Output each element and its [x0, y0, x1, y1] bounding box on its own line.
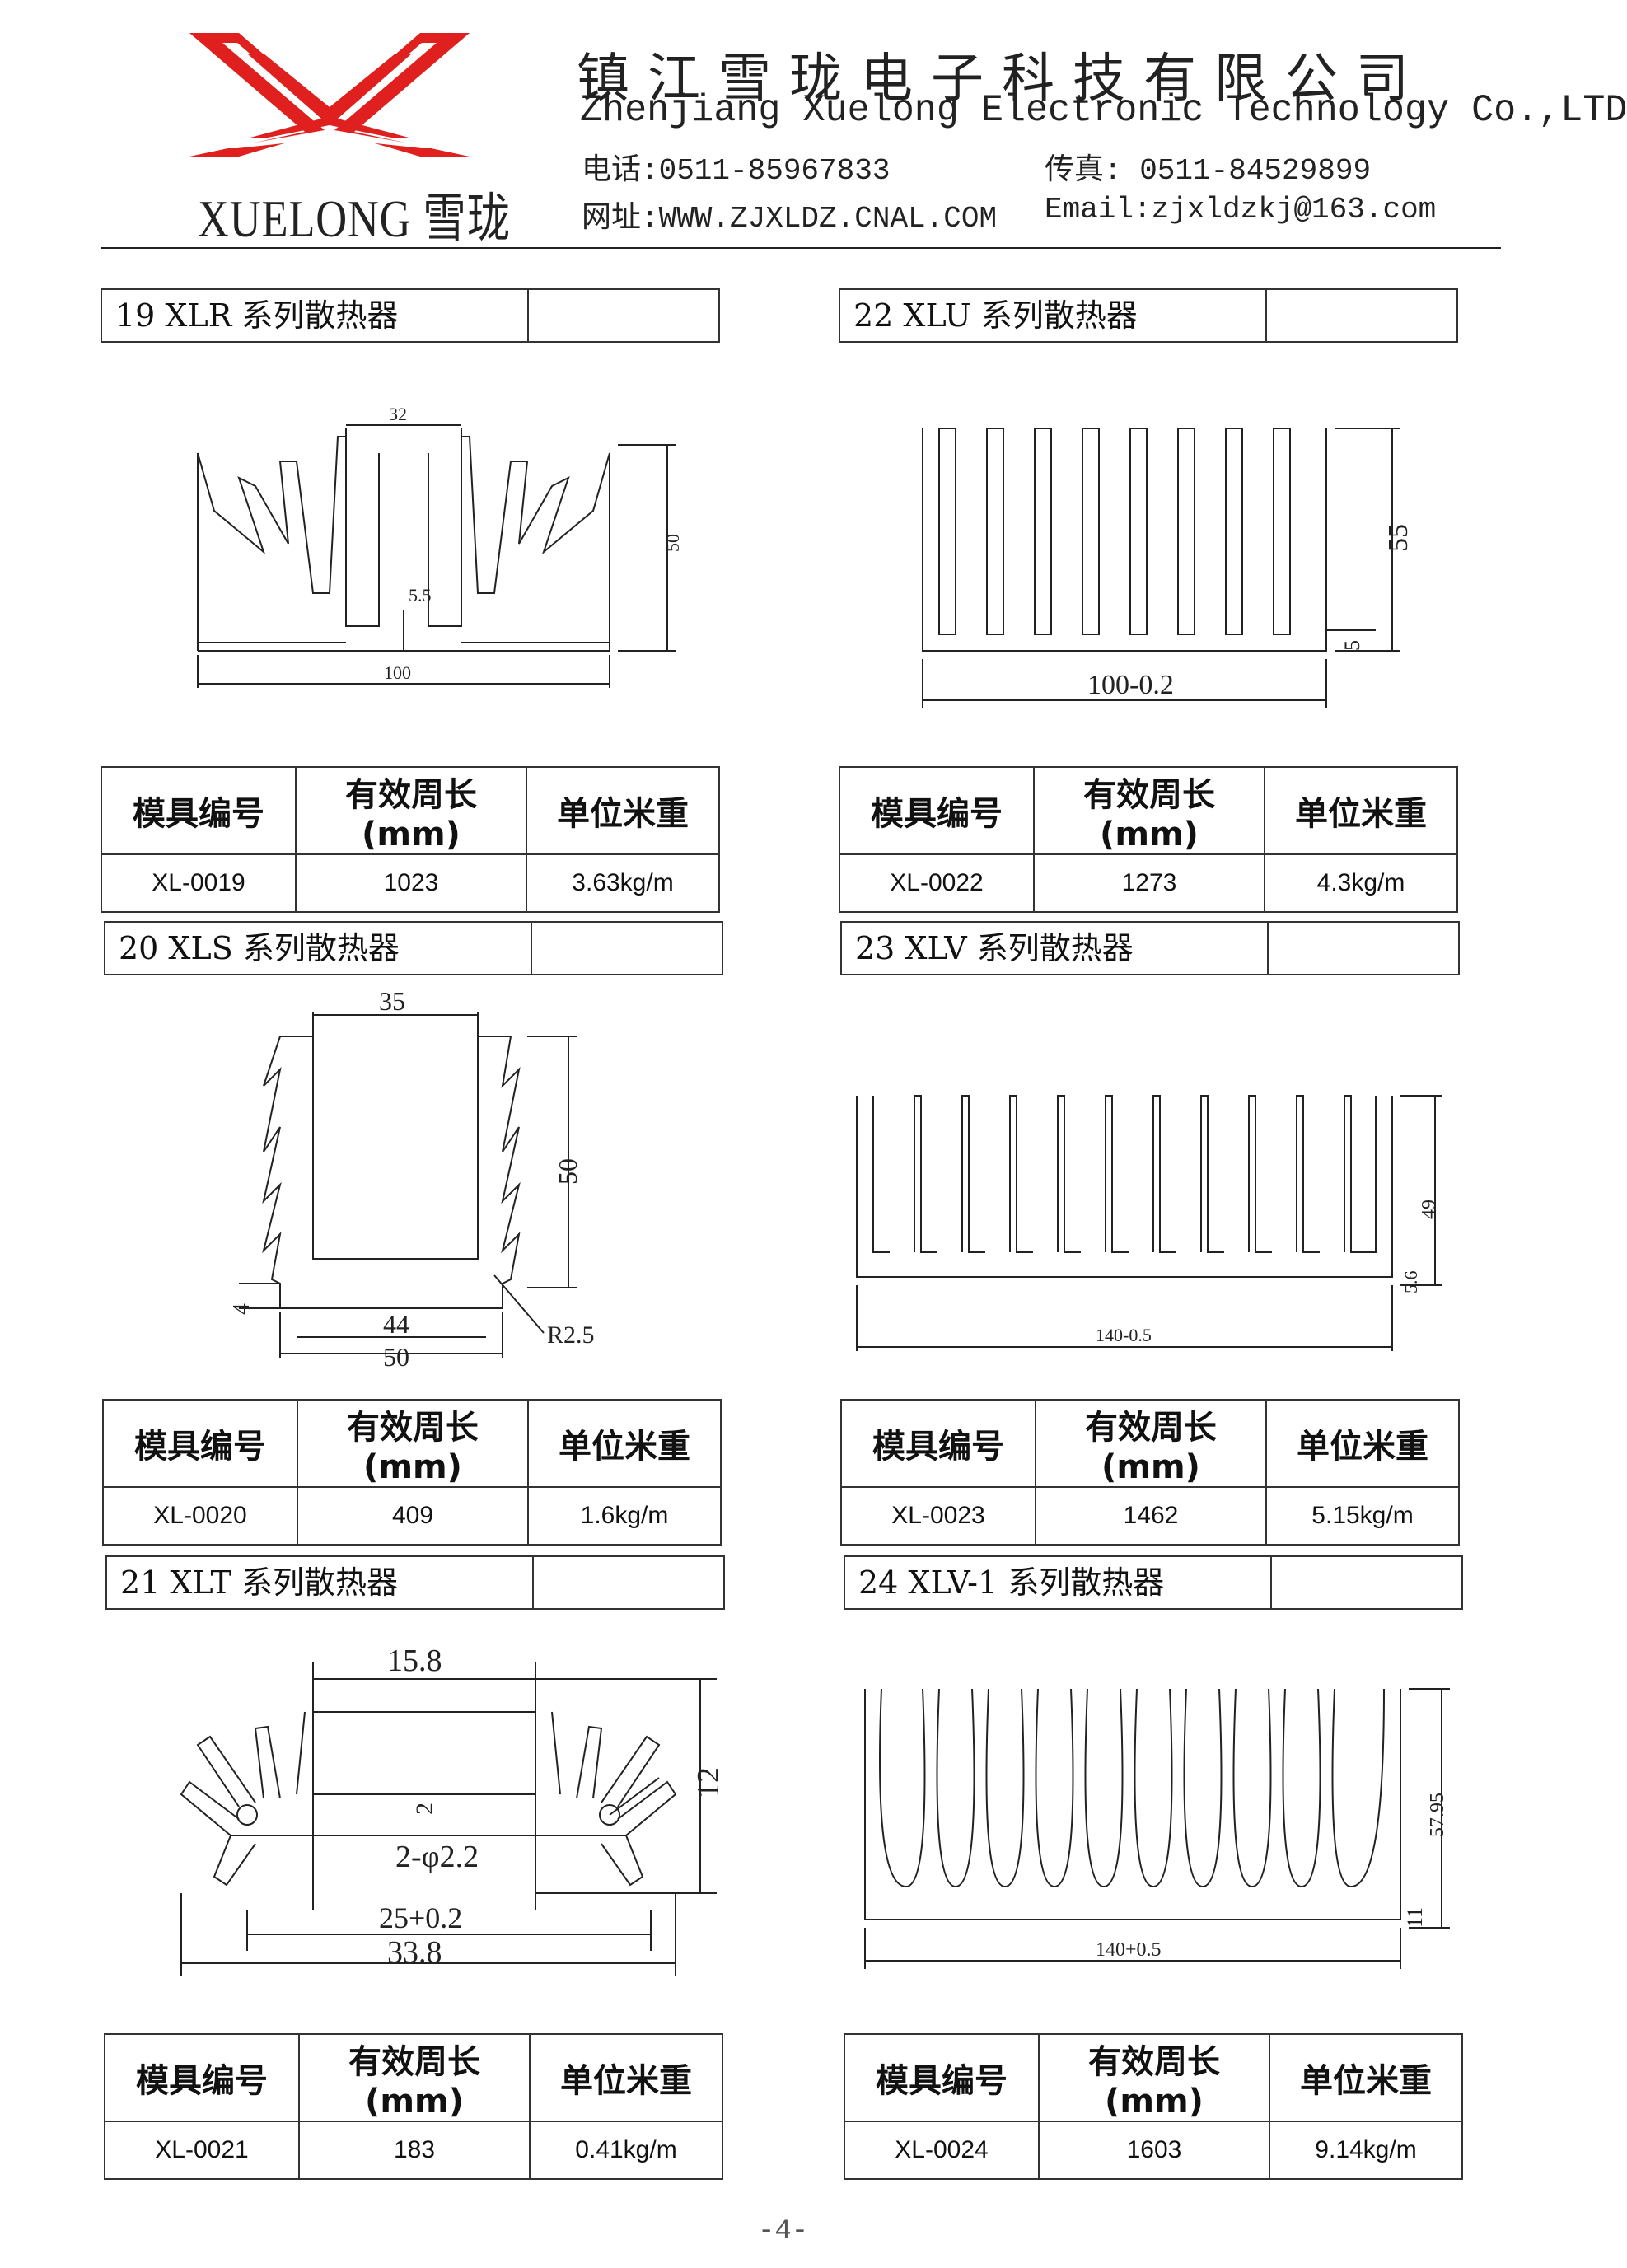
- dim-inner: 44: [383, 1309, 409, 1339]
- brand-name: XUELONG 雪珑: [198, 189, 511, 248]
- weight-value: 1.6kg/m: [527, 1486, 722, 1546]
- dim-base: 5.6: [1400, 1271, 1421, 1294]
- header-weight: 单位米重: [527, 1399, 722, 1488]
- fin-group: [879, 1688, 1385, 1888]
- dim-width: 33.8: [387, 1935, 442, 1970]
- perimeter-value: 1462: [1035, 1486, 1267, 1546]
- dim-top: 35: [379, 986, 405, 1016]
- model-number: XL-0021: [104, 2121, 300, 2180]
- weight-value: 5.15kg/m: [1265, 1486, 1460, 1546]
- dim-height: 55: [1383, 524, 1414, 552]
- page-number: -4-: [758, 2216, 809, 2247]
- product-title: 21 XLT 系列散热器: [120, 1564, 399, 1601]
- header-perimeter: 有效周长(mm): [1033, 766, 1265, 855]
- header-model: 模具编号: [844, 2033, 1040, 2122]
- perimeter-value: 409: [297, 1486, 529, 1546]
- dim-height: 12: [691, 1767, 726, 1798]
- company-name-cn: 镇江雪珑电子科技有限公司: [577, 49, 1427, 110]
- dim-height: 50: [662, 534, 683, 552]
- xuelong-logo-icon: [189, 33, 470, 157]
- product-title: 24 XLV-1 系列散热器: [858, 1564, 1165, 1601]
- dim-base: 11: [1403, 1907, 1427, 1928]
- xlu-profile-drawing: 55 5 100-0.2: [922, 428, 1414, 708]
- model-number: XL-0022: [839, 853, 1035, 913]
- header-weight: 单位米重: [526, 766, 720, 855]
- product-title: 22 XLU 系列散热器: [853, 297, 1138, 334]
- model-number: XL-0019: [101, 853, 297, 913]
- fin-group: [872, 1095, 1377, 1253]
- weight-value: 3.63kg/m: [526, 853, 720, 913]
- product-title-bar: 23 XLV 系列散热器: [840, 921, 1460, 975]
- dim-width: 50: [383, 1342, 409, 1372]
- company-name-en: Zhenjiang Xuelong Electronic Technology …: [580, 89, 1627, 132]
- product-title: 20 XLS 系列散热器: [119, 930, 400, 966]
- dim-width: 100: [384, 662, 411, 683]
- xls-profile-drawing: 35 50 4 44 50 R2.5: [229, 986, 595, 1372]
- header-model: 模具编号: [102, 1399, 298, 1488]
- dim-hole: 2-φ2.2: [395, 1840, 479, 1874]
- phone: 电话:0511-85967833: [582, 154, 891, 188]
- model-number: XL-0020: [102, 1486, 298, 1546]
- weight-value: 4.3kg/m: [1264, 853, 1458, 913]
- header-weight: 单位米重: [1265, 1399, 1460, 1488]
- dim-radius: R2.5: [547, 1321, 595, 1349]
- header-model: 模具编号: [101, 766, 297, 855]
- header-model: 模具编号: [104, 2033, 300, 2122]
- dim-width: 140-0.5: [1096, 1325, 1152, 1345]
- model-number: XL-0023: [840, 1486, 1036, 1546]
- product-title-bar: 20 XLS 系列散热器: [104, 921, 723, 975]
- dim-base: 5: [1340, 640, 1364, 651]
- perimeter-value: 183: [298, 2121, 531, 2180]
- product-title: 19 XLR 系列散热器: [115, 297, 399, 334]
- perimeter-value: 1273: [1033, 853, 1265, 913]
- header-model: 模具编号: [839, 766, 1035, 855]
- header-perimeter: 有效周长(mm): [1038, 2033, 1270, 2122]
- dim-width: 140+0.5: [1096, 1939, 1162, 1961]
- dim-height: 57.95: [1427, 1793, 1448, 1837]
- header-weight: 单位米重: [1264, 766, 1458, 855]
- header-divider: [101, 247, 1501, 249]
- weight-value: 0.41kg/m: [529, 2121, 723, 2180]
- xlr-profile-drawing: 32 50 5.5 100: [197, 404, 683, 688]
- dim-width: 100-0.2: [1087, 670, 1174, 700]
- perimeter-value: 1603: [1038, 2121, 1270, 2180]
- header-model: 模具编号: [840, 1399, 1036, 1488]
- dim-top: 32: [389, 404, 407, 424]
- model-number: XL-0024: [844, 2121, 1040, 2180]
- dim-top: 15.8: [387, 1644, 442, 1678]
- xlv1-profile-drawing: 57.95 11 140+0.5: [864, 1688, 1450, 1969]
- product-title-bar: 21 XLT 系列散热器: [105, 1555, 725, 1610]
- dim-inner: 25+0.2: [379, 1901, 462, 1934]
- product-title-bar: 24 XLV-1 系列散热器: [844, 1555, 1463, 1610]
- dim-base: 2: [411, 1803, 438, 1815]
- product-title-bar: 19 XLR 系列散热器: [101, 288, 720, 343]
- xlt-profile-drawing: 15.8 2 2-φ2.2 12 25+0.2 33.8: [180, 1644, 726, 1976]
- header-weight: 单位米重: [1269, 2033, 1463, 2122]
- product-title: 23 XLV 系列散热器: [855, 930, 1134, 966]
- dim-base: 5.5: [409, 585, 432, 606]
- weight-value: 9.14kg/m: [1269, 2121, 1463, 2180]
- dim-height: 50: [553, 1158, 582, 1185]
- website: 网址:WWW.ZJXLDZ.CNAL.COM: [582, 202, 998, 236]
- dim-base: 4: [229, 1303, 255, 1315]
- xlv-profile-drawing: 49 5.6 140-0.5: [856, 1095, 1442, 1351]
- header-perimeter: 有效周长(mm): [1035, 1399, 1267, 1488]
- fin-group: [938, 428, 1291, 635]
- perimeter-value: 1023: [295, 853, 527, 913]
- email: Email:zjxldzkj@163.com: [1045, 193, 1437, 227]
- dim-height: 49: [1419, 1199, 1440, 1219]
- header-perimeter: 有效周长(mm): [295, 766, 527, 855]
- header-perimeter: 有效周长(mm): [298, 2033, 531, 2122]
- header-perimeter: 有效周长(mm): [297, 1399, 529, 1488]
- header-weight: 单位米重: [529, 2033, 723, 2122]
- product-title-bar: 22 XLU 系列散热器: [839, 288, 1458, 343]
- fax: 传真: 0511-84529899: [1045, 154, 1372, 188]
